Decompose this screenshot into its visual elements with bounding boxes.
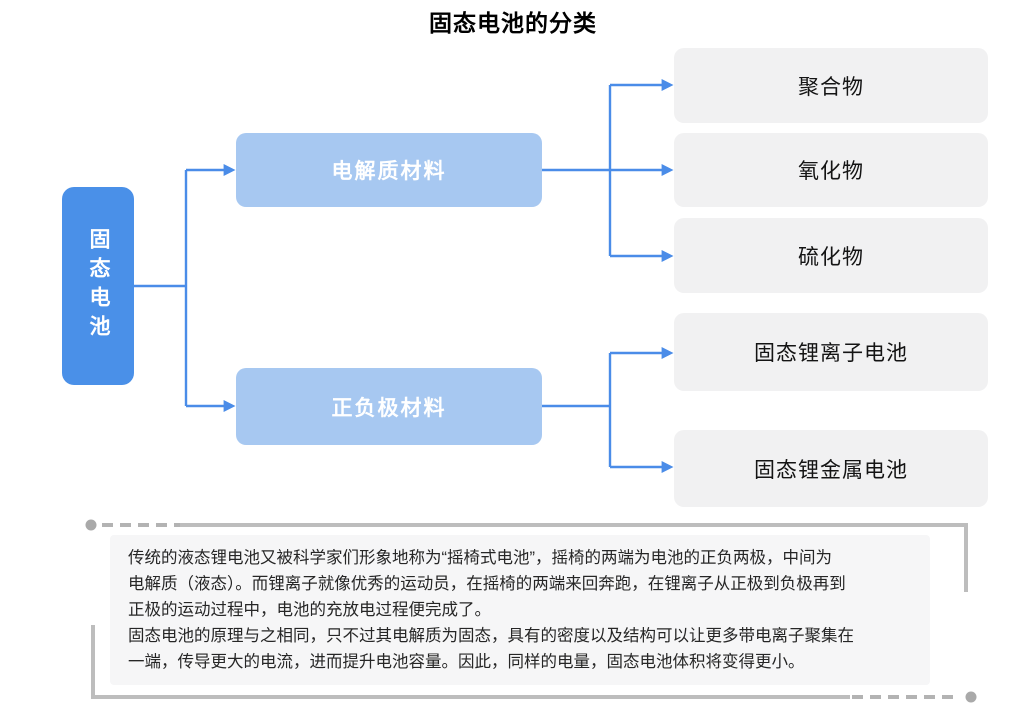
leaf-node-solid-state-li-ion-battery: 固态锂离子电池 (674, 313, 988, 391)
branch-node-label: 电解质材料 (331, 160, 447, 183)
leaf-node-label: 硫化物 (798, 245, 864, 269)
leaf-node-label: 氧化物 (798, 160, 864, 183)
note-text-line: 一端，传导更大的电流，进而提升电池容量。因此，同样的电量，固态电池体积将变得更小… (128, 653, 805, 671)
decor-dot-top-left (85, 519, 97, 531)
leaf-node-solid-state-li-metal-battery: 固态锂金属电池 (674, 430, 988, 507)
leaf-node-oxide: 氧化物 (674, 133, 988, 207)
leaf-node-polymer: 聚合物 (674, 48, 988, 123)
note-text-line: 正极的运动过程中，电池的充放电过程便完成了。 (128, 601, 491, 619)
note-text-line: 电解质（液态）。而锂离子就像优秀的运动员，在摇椅的两端来回奔跑，在锂离子从正极到… (128, 575, 846, 593)
branch-node-electrode-materials: 正负极材料 (236, 368, 542, 445)
leaf-node-label: 聚合物 (798, 75, 864, 99)
leaf-node-sulfide: 硫化物 (674, 218, 988, 293)
branch-node-label: 正负极材料 (331, 396, 447, 420)
root-node-label: 固态电池 (87, 228, 110, 344)
note-panel: 传统的液态锂电池又被科学家们形象地称为“摇椅式电池”，摇椅的两端为电池的正负两极… (110, 535, 930, 685)
note-text-line: 固态电池的原理与之相同，只不过其电解质为固态，具有的密度以及结构可以让更多带电离… (128, 627, 854, 645)
decor-dot-bottom-right (965, 691, 977, 703)
leaf-node-label: 固态锂离子电池 (754, 342, 908, 365)
branch-node-electrolyte-materials: 电解质材料 (236, 133, 542, 207)
leaf-node-label: 固态锂金属电池 (754, 458, 908, 482)
note-text-line: 传统的液态锂电池又被科学家们形象地称为“摇椅式电池”，摇椅的两端为电池的正负两极… (128, 549, 832, 567)
root-node-solid-state-battery: 固态电池 (62, 187, 134, 385)
page-title: 固态电池的分类 (429, 10, 597, 36)
